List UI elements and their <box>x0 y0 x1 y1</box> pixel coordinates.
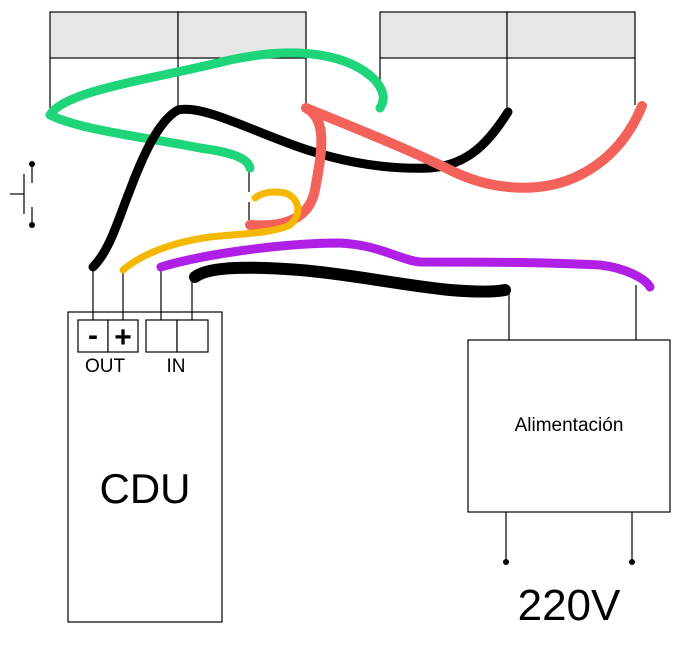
power-supply-label: Alimentación <box>515 415 624 436</box>
relay-block-left <box>49 11 307 108</box>
push-button-switch <box>10 161 35 228</box>
relay-right-cell-2 <box>506 11 636 59</box>
in-label: IN <box>167 356 186 377</box>
wire-black-cdu-in <box>189 261 511 298</box>
relay-left-cell-1 <box>49 11 179 59</box>
plus-label: + <box>114 321 132 354</box>
minus-label: - <box>88 319 98 352</box>
power-supply-body <box>467 339 671 513</box>
wire-yellow <box>119 188 302 274</box>
wire-red <box>245 101 647 231</box>
mains-terminal-1 <box>503 559 509 565</box>
out-label: OUT <box>85 356 126 377</box>
wire-purple <box>156 238 655 292</box>
cdu-module: - + OUT IN CDU <box>67 268 223 623</box>
mains-terminal-2 <box>629 559 635 565</box>
cdu-out-minus-terminal <box>77 319 109 353</box>
mains-label: 220V <box>518 581 621 630</box>
cdu-body <box>67 311 223 623</box>
power-supply: Alimentación 220V <box>467 285 671 630</box>
relay-right-cell-1 <box>379 11 508 59</box>
cdu-label: CDU <box>100 465 191 512</box>
cdu-in-terminal-1 <box>145 319 178 353</box>
relay-block-right <box>379 11 636 110</box>
wire-green <box>45 48 388 173</box>
cdu-in-terminal-2 <box>176 319 209 353</box>
